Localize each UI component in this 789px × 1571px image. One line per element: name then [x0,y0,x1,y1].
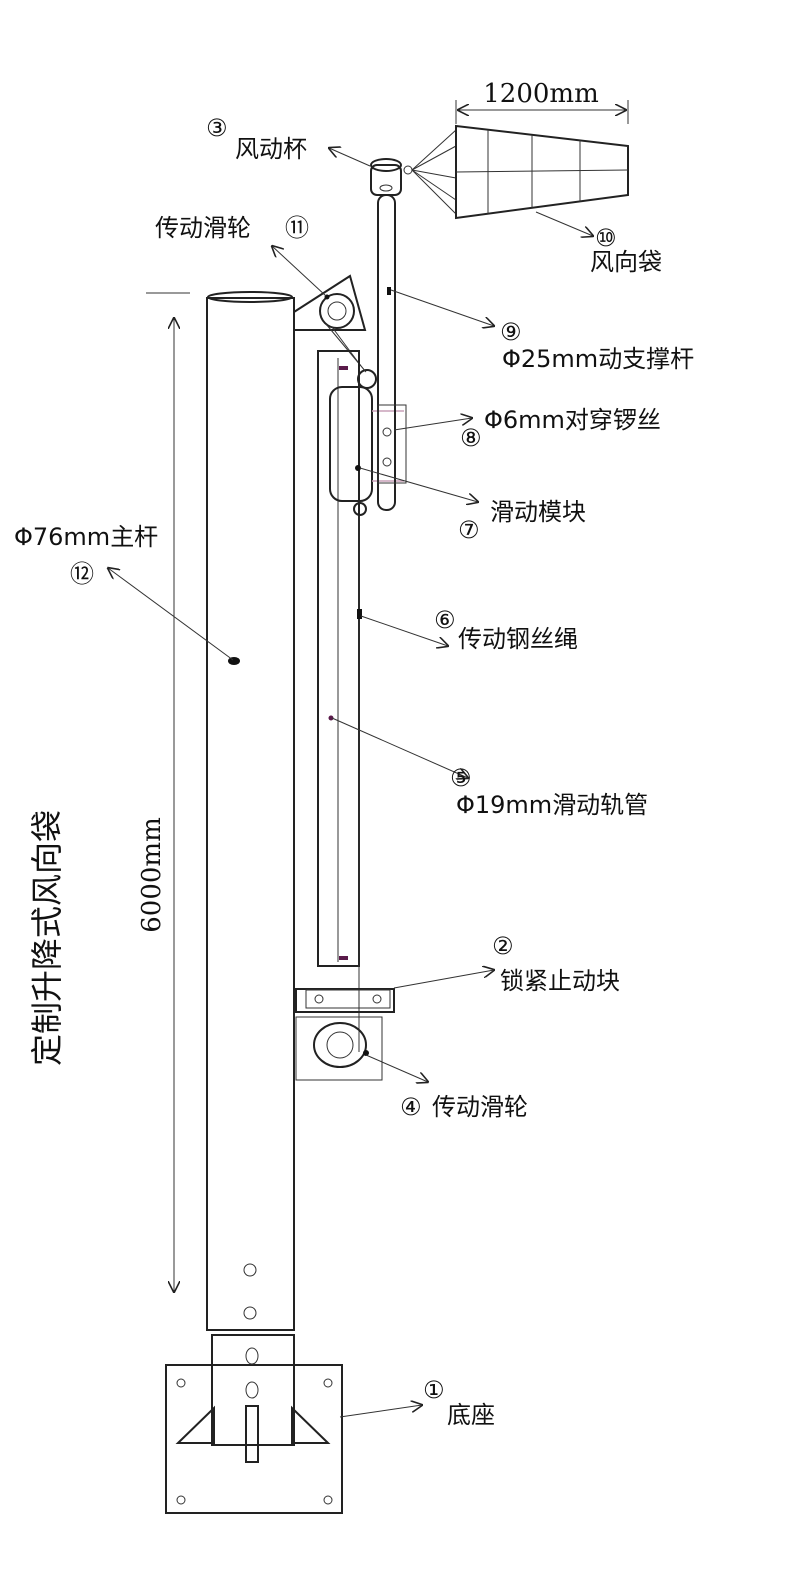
part-2-number: ② [492,932,514,960]
part-9-label: Φ25mm动支撑杆 [502,345,694,373]
part-12-number: ⑫ [70,560,94,588]
part-6-number: ⑥ [434,606,456,634]
leader-lines [108,148,593,1418]
wind-cup [370,158,413,196]
part-4-label: 传动滑轮 [432,1093,528,1121]
part-1-label: 底座 [447,1401,495,1429]
part-8-number: ⑧ [460,424,482,452]
part-10-number: ⑩ [595,224,617,252]
part-11-label: 传动滑轮 [155,214,251,242]
part-2-label: 锁紧止动块 [500,967,620,995]
slide-rail [317,350,360,967]
part-11-number: ⑪ [285,214,309,242]
height-dimension-label: 6000mm [137,817,167,932]
part-3-label: 风动杯 [235,135,307,163]
part-7-number: ⑦ [458,516,480,544]
part-3-number: ③ [206,114,228,142]
sliding-module [329,386,404,516]
top-pulley-bracket [293,274,377,389]
main-pole [146,291,295,1331]
lock-block [295,988,395,1013]
wire-rope [357,514,362,1052]
part-10-label: 风向袋 [590,248,662,276]
part-1-number: ① [423,1376,445,1404]
part-6-label: 传动钢丝绳 [458,625,578,653]
vertical-title: 定制升降式风向袋 [28,810,66,1066]
support-rod [377,194,407,511]
part-12-label: Φ76mm主杆 [14,523,158,551]
part-4-number: ④ [400,1093,422,1121]
sock-length-label: 1200mm [483,79,598,109]
part-5-label: Φ19mm滑动轨管 [456,791,648,819]
part-7-label: 滑动模块 [490,498,586,526]
sock-length-dimension [455,100,629,124]
base-plate [165,1334,343,1514]
part-5-number: ⑤ [450,764,472,792]
bottom-pulley [295,1016,383,1081]
windsock [411,124,629,220]
part-9-number: ⑨ [500,318,522,346]
part-8-label: Φ6mm对穿锣丝 [484,406,661,434]
